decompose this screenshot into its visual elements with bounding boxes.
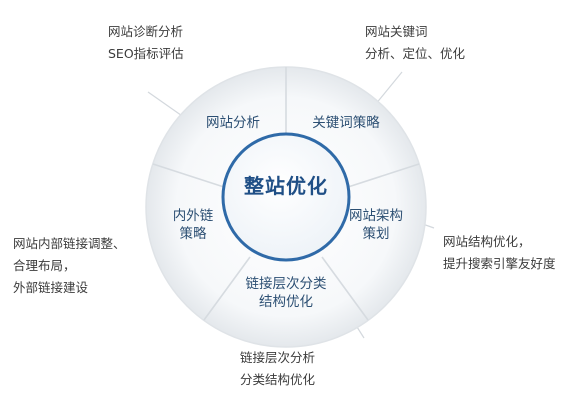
callout-line: 分类结构优化 [240, 372, 316, 387]
callout-line: 网站内部链接调整、 [13, 236, 126, 251]
callout-line: 分析、定位、优化 [365, 46, 466, 61]
segment-keyword-strategy: 关键词策略 [298, 114, 394, 132]
segment-line: 策划 [362, 226, 390, 242]
callout-line: SEO指标评估 [108, 46, 184, 61]
callout-structure: 网站结构优化， 提升搜索引擎友好度 [443, 231, 556, 275]
callout-keyword: 网站关键词 分析、定位、优化 [365, 21, 465, 65]
segment-line: 策略 [179, 226, 207, 242]
callout-line: 链接层次分析 [240, 350, 316, 365]
callout-line: 提升搜索引擎友好度 [443, 256, 556, 271]
segment-line: 结构优化 [259, 294, 313, 310]
callout-line: 网站结构优化， [443, 234, 531, 249]
callout-site-diagnosis: 网站诊断分析 SEO指标评估 [108, 21, 184, 65]
segment-architecture-planning: 网站架构 策划 [336, 207, 416, 243]
segment-line: 网站分析 [206, 115, 260, 131]
segment-dividers [152, 67, 420, 321]
segment-site-analysis: 网站分析 [193, 114, 273, 132]
callout-link-hierarchy: 链接层次分析 分类结构优化 [240, 347, 315, 391]
callout-internal-links: 网站内部链接调整、 合理布局， 外部链接建设 [13, 233, 126, 299]
segment-line: 网站架构 [349, 208, 403, 224]
segment-link-strategy: 内外链 策略 [158, 207, 228, 243]
hub-title: 整站优化 [244, 174, 328, 198]
segment-line: 关键词策略 [312, 115, 380, 131]
callout-line: 合理布局， [13, 258, 76, 273]
segment-line: 链接层次分类 [245, 276, 327, 292]
segment-link-structure: 链接层次分类 结构优化 [230, 275, 342, 311]
callout-line: 外部链接建设 [13, 280, 89, 295]
callout-line: 网站关键词 [365, 24, 428, 39]
segment-line: 内外链 [172, 208, 214, 224]
hub-ring [221, 132, 351, 262]
callout-line: 网站诊断分析 [108, 24, 184, 39]
